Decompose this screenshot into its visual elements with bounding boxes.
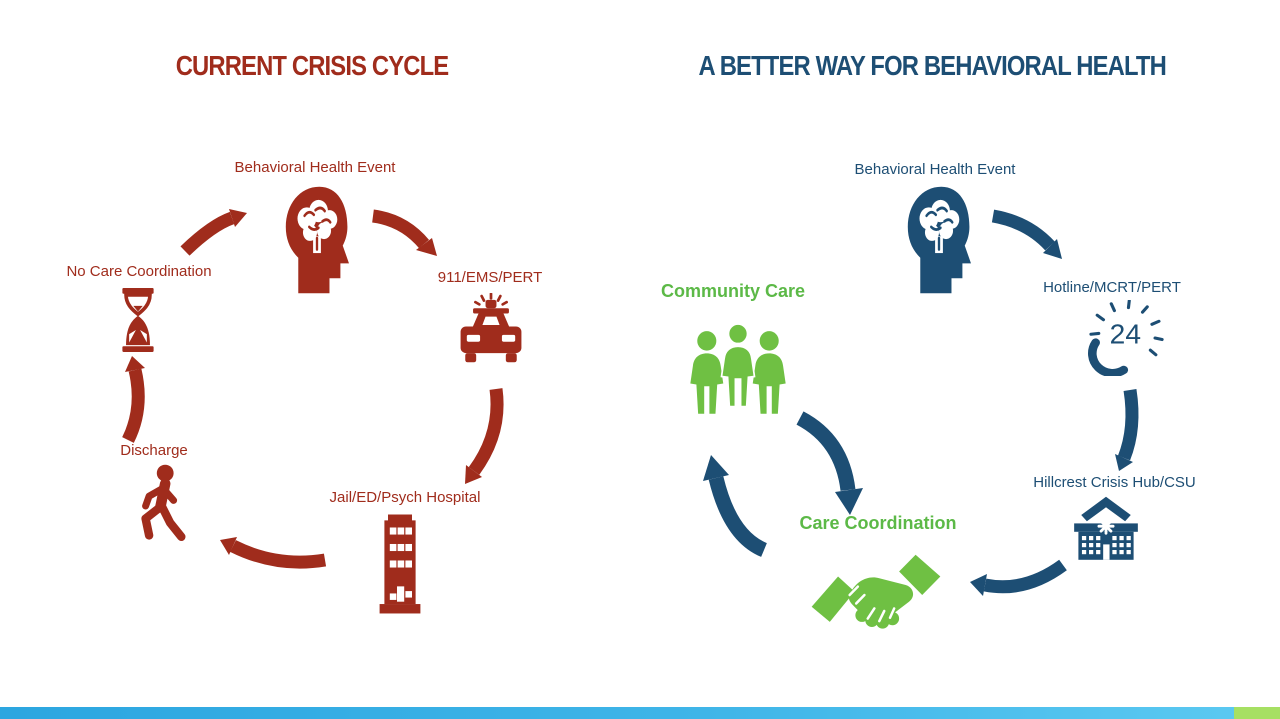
label-911-ems-pert: 911/EMS/PERT bbox=[437, 269, 543, 286]
hospital-icon bbox=[1074, 496, 1138, 560]
arrow-ncc-to-bhe bbox=[180, 209, 247, 256]
label-jail-ed-psych-hospital: Jail/ED/Psych Hospital bbox=[329, 489, 481, 506]
walking-person-icon bbox=[141, 464, 186, 541]
label-discharge: Discharge bbox=[120, 442, 188, 459]
arrow-bhe-to-hotline bbox=[991, 209, 1062, 259]
hourglass-icon bbox=[122, 288, 154, 352]
phone-24-icon: 24 bbox=[1088, 300, 1164, 376]
label-community-care: Community Care bbox=[660, 281, 806, 301]
arrow-911-to-jail bbox=[465, 388, 504, 484]
left-panel-title: CURRENT CRISIS CYCLE bbox=[175, 50, 449, 81]
arrow-bhe-to-911 bbox=[371, 209, 437, 256]
handshake-icon bbox=[811, 554, 941, 629]
label-care-coordination: Care Coordination bbox=[799, 513, 957, 533]
label-behavioral-health-event-right: Behavioral Health Event bbox=[854, 161, 1016, 178]
label-behavioral-health-event-left: Behavioral Health Event bbox=[234, 159, 396, 176]
arrow-hub-to-care-coordination bbox=[970, 559, 1067, 596]
arrow-care-coordination-to-community bbox=[703, 455, 768, 557]
phone-24-number: 24 bbox=[1110, 319, 1141, 350]
label-no-care-coordination: No Care Coordination bbox=[66, 263, 212, 280]
footer-accent-bar bbox=[0, 707, 1280, 719]
right-panel-title: A BETTER WAY FOR BEHAVIORAL HEALTH bbox=[698, 50, 1167, 81]
arrow-hotline-to-hub bbox=[1115, 388, 1139, 471]
label-hillcrest-crisis-hub: Hillcrest Crisis Hub/CSU bbox=[1033, 474, 1196, 491]
head-brain-icon bbox=[907, 186, 971, 294]
footer-accent-bar-green-segment bbox=[1234, 707, 1280, 719]
police-car-icon bbox=[460, 293, 522, 363]
people-group-icon bbox=[690, 323, 786, 414]
arrow-discharge-to-ncc bbox=[122, 356, 145, 443]
label-hotline-mcrt-pert: Hotline/MCRT/PERT bbox=[1043, 279, 1181, 296]
arrow-community-to-care-coordination bbox=[796, 411, 863, 515]
building-icon bbox=[379, 514, 421, 614]
head-brain-icon bbox=[285, 186, 349, 294]
arrow-jail-to-discharge bbox=[220, 537, 327, 569]
